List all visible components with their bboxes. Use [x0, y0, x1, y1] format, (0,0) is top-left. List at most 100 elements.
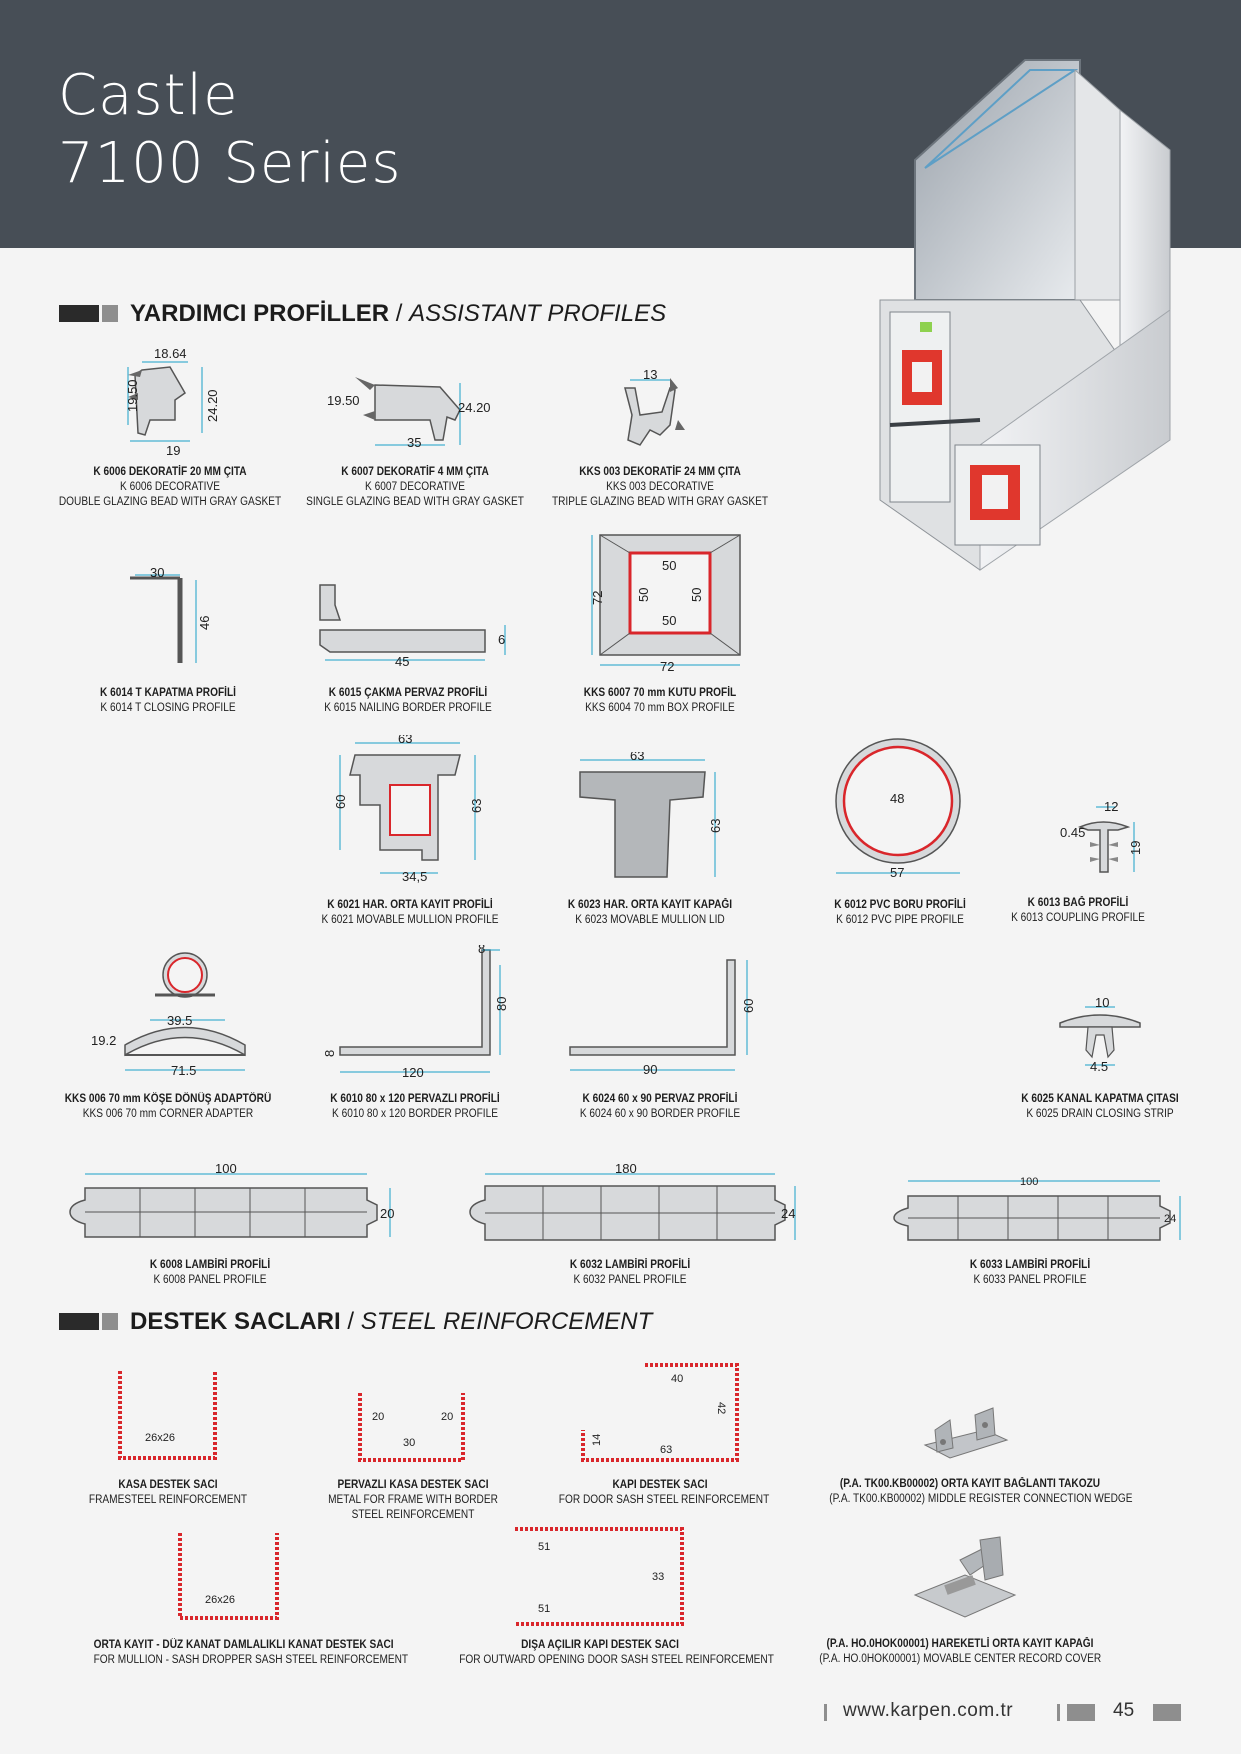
- dim-k6032-width: 180: [615, 1161, 637, 1176]
- footer-mark-left: [1067, 1704, 1095, 1721]
- caption-title: K 6014 T KAPATMA PROFİLİ: [100, 687, 236, 699]
- dim-k6023-width: 63: [630, 752, 644, 763]
- dim-pervazli-right: 20: [441, 1411, 453, 1423]
- caption-title: DIŞA AÇILIR KAPI DESTEK SACI: [521, 1639, 679, 1651]
- profile-k6006: 18.64 19.50 24.20 19: [100, 345, 240, 460]
- caption-title: KKS 006 70 mm KÖŞE DÖNÜŞ ADAPTÖRÜ: [64, 1093, 272, 1105]
- dim-k6024-width: 90: [643, 1062, 657, 1077]
- caption-title: K 6012 PVC BORU PROFİLİ: [834, 899, 966, 911]
- caption-line: KKS 006 70 mm CORNER ADAPTER: [82, 1108, 254, 1120]
- dim-k6023-height: 63: [708, 819, 723, 833]
- caption-steel-kapi: KAPI DESTEK SACI FOR DOOR SASH STEEL REI…: [558, 1478, 770, 1508]
- dim-k6010-top: 8: [478, 945, 485, 956]
- caption-title: KASA DESTEK SACI: [118, 1479, 218, 1491]
- caption-title: KAPI DESTEK SACI: [612, 1479, 708, 1491]
- caption-wedge: (P.A. TK00.KB00002) ORTA KAYIT BAĞLANTI …: [829, 1477, 1132, 1507]
- profile-k6007: 19.50 24.20 35: [325, 365, 505, 465]
- caption-line: K 6013 COUPLING PROFILE: [1011, 912, 1145, 924]
- section-mark-gray: [102, 305, 118, 322]
- footer-url[interactable]: www.karpen.com.tr: [843, 1700, 1014, 1721]
- wedge-image: [915, 1400, 1015, 1475]
- caption-line: FRAMESTEEL REINFORCEMENT: [88, 1494, 248, 1506]
- dim-k6006-depth: 24.20: [205, 389, 220, 422]
- caption-k6021: K 6021 HAR. ORTA KAYIT PROFİLİ K 6021 MO…: [313, 898, 507, 928]
- caption-line: (P.A. HO.0HOK00001) MOVABLE CENTER RECOR…: [819, 1653, 1102, 1665]
- dim-kapi-bottom: 63: [660, 1444, 672, 1456]
- caption-cover: (P.A. HO.0HOK00001) HAREKETLİ ORTA KAYIT…: [819, 1637, 1101, 1667]
- caption-k6032: K 6032 LAMBİRİ PROFİLİ K 6032 PANEL PROF…: [542, 1258, 718, 1288]
- profile-k6012: 48 57: [830, 735, 970, 885]
- cover-image: [905, 1535, 1025, 1625]
- profile-k6010: 8 80 8 120: [320, 945, 520, 1080]
- dim-k6007-width: 35: [407, 435, 421, 450]
- dim-k6021-height-right: 63: [469, 799, 484, 813]
- profile-k6013: 12 0.45 19: [1058, 797, 1158, 887]
- dim-k6013-height: 19: [1128, 841, 1143, 855]
- dim-disa-top: 51: [538, 1541, 550, 1553]
- footer-mark-right: [1153, 1704, 1181, 1721]
- caption-k6033: K 6033 LAMBİRİ PROFİLİ K 6033 PANEL PROF…: [942, 1258, 1118, 1288]
- dim-k6021-inner: 34,5: [402, 869, 427, 884]
- dim-k6012-outer: 57: [890, 865, 904, 880]
- caption-k6010: K 6010 80 x 120 PERVAZLI PROFİLİ K 6010 …: [314, 1092, 516, 1122]
- dim-k6021-height-left: 60: [333, 795, 348, 809]
- caption-title: K 6010 80 x 120 PERVAZLI PROFİLİ: [330, 1093, 500, 1105]
- caption-line: K 6008 PANEL PROFILE: [153, 1274, 267, 1286]
- caption-title: K 6021 HAR. ORTA KAYIT PROFİLİ: [327, 899, 493, 911]
- profile-k6008: 100 20: [55, 1160, 405, 1245]
- caption-k6025: K 6025 KANAL KAPATMA ÇITASI K 6025 DRAIN…: [1003, 1092, 1197, 1122]
- caption-line: K 6025 DRAIN CLOSING STRIP: [1026, 1108, 1174, 1120]
- caption-title: (P.A. HO.0HOK00001) HAREKETLİ ORTA KAYIT…: [826, 1638, 1094, 1650]
- footer-divider: [824, 1704, 827, 1721]
- profile-k6033: 100 24: [880, 1168, 1190, 1248]
- caption-line: FOR DOOR SASH STEEL REINFORCEMENT: [558, 1494, 770, 1506]
- dim-k6033-height: 24: [1164, 1213, 1176, 1225]
- profile-k6015: 45 6: [310, 580, 510, 675]
- caption-title: KKS 6007 70 mm KUTU PROFİL: [583, 687, 737, 699]
- window-profile-image: [870, 50, 1200, 590]
- caption-title: K 6024 60 x 90 PERVAZ PROFİLİ: [582, 1093, 738, 1105]
- dim-kapi-side: 42: [715, 1402, 727, 1414]
- section-title-steel: DESTEK SACLARI / STEEL REINFORCEMENT: [59, 1308, 652, 1336]
- profile-k6023: 63 63: [575, 752, 725, 887]
- dim-k6025-top: 10: [1095, 995, 1109, 1010]
- caption-line: TRIPLE GLAZING BEAD WITH GRAY GASKET: [551, 496, 769, 508]
- caption-k6012: K 6012 PVC BORU PROFİLİ K 6012 PVC PIPE …: [803, 898, 997, 928]
- profile-kks003: 13: [600, 370, 720, 460]
- caption-line: K 6024 60 x 90 BORDER PROFILE: [579, 1108, 741, 1120]
- caption-title: K 6033 LAMBİRİ PROFİLİ: [969, 1259, 1091, 1271]
- dim-k6033-width: 100: [1020, 1176, 1038, 1188]
- caption-line: FOR MULLION - SASH DROPPER SASH STEEL RE…: [93, 1654, 409, 1666]
- dim-disa-side: 33: [652, 1571, 664, 1583]
- dim-k6006-height: 19.50: [125, 379, 140, 412]
- caption-kks006: KKS 006 70 mm KÖŞE DÖNÜŞ ADAPTÖRÜ KKS 00…: [62, 1092, 273, 1122]
- profile-k6025: 10 4.5: [1050, 995, 1160, 1080]
- dim-pervazli-left: 20: [372, 1411, 384, 1423]
- caption-line: K 6021 MOVABLE MULLION PROFILE: [321, 914, 499, 926]
- caption-title: K 6007 DEKORATİF 4 MM ÇITA: [341, 466, 489, 478]
- caption-line: SINGLE GLAZING BEAD WITH GRAY GASKET: [306, 496, 524, 508]
- dim-kks006-width: 71.5: [171, 1063, 196, 1078]
- dim-kapi-lip: 14: [591, 1434, 603, 1446]
- caption-title: PERVAZLI KASA DESTEK SACI: [337, 1479, 489, 1491]
- dim-k6025-bottom: 4.5: [1090, 1059, 1108, 1074]
- profile-k6032: 180 24: [455, 1160, 805, 1245]
- steel-orta: 26x26: [175, 1530, 285, 1625]
- caption-line: K 6033 PANEL PROFILE: [973, 1274, 1087, 1286]
- caption-line: K 6010 80 x 120 BORDER PROFILE: [332, 1108, 498, 1120]
- caption-steel-kasa: KASA DESTEK SACI FRAMESTEEL REINFORCEMEN…: [71, 1478, 265, 1508]
- dim-k6032-height: 24: [781, 1206, 795, 1221]
- section-title-en: STEEL REINFORCEMENT: [360, 1308, 653, 1335]
- dim-k6014-height: 46: [197, 616, 212, 630]
- caption-line: K 6006 DECORATIVE: [120, 481, 220, 493]
- profile-kks6007: 72 72 50 50 50 50: [590, 533, 750, 676]
- series-title: Castle 7100 Series: [58, 62, 402, 198]
- dim-kks6007-inner-top: 50: [662, 558, 676, 573]
- caption-title: K 6006 DEKORATİF 20 MM ÇITA: [93, 466, 247, 478]
- caption-k6023: K 6023 HAR. ORTA KAYIT KAPAĞI K 6023 MOV…: [553, 898, 747, 928]
- dim-k6007-depth: 24.20: [458, 400, 491, 415]
- caption-steel-pervazli: PERVAZLI KASA DESTEK SACI METAL FOR FRAM…: [316, 1478, 510, 1523]
- caption-kks003: KKS 003 DEKORATİF 24 MM ÇITA KKS 003 DEC…: [546, 465, 775, 510]
- caption-k6024: K 6024 60 x 90 PERVAZ PROFİLİ K 6024 60 …: [559, 1092, 761, 1122]
- dim-kks6007-height: 72: [590, 591, 605, 605]
